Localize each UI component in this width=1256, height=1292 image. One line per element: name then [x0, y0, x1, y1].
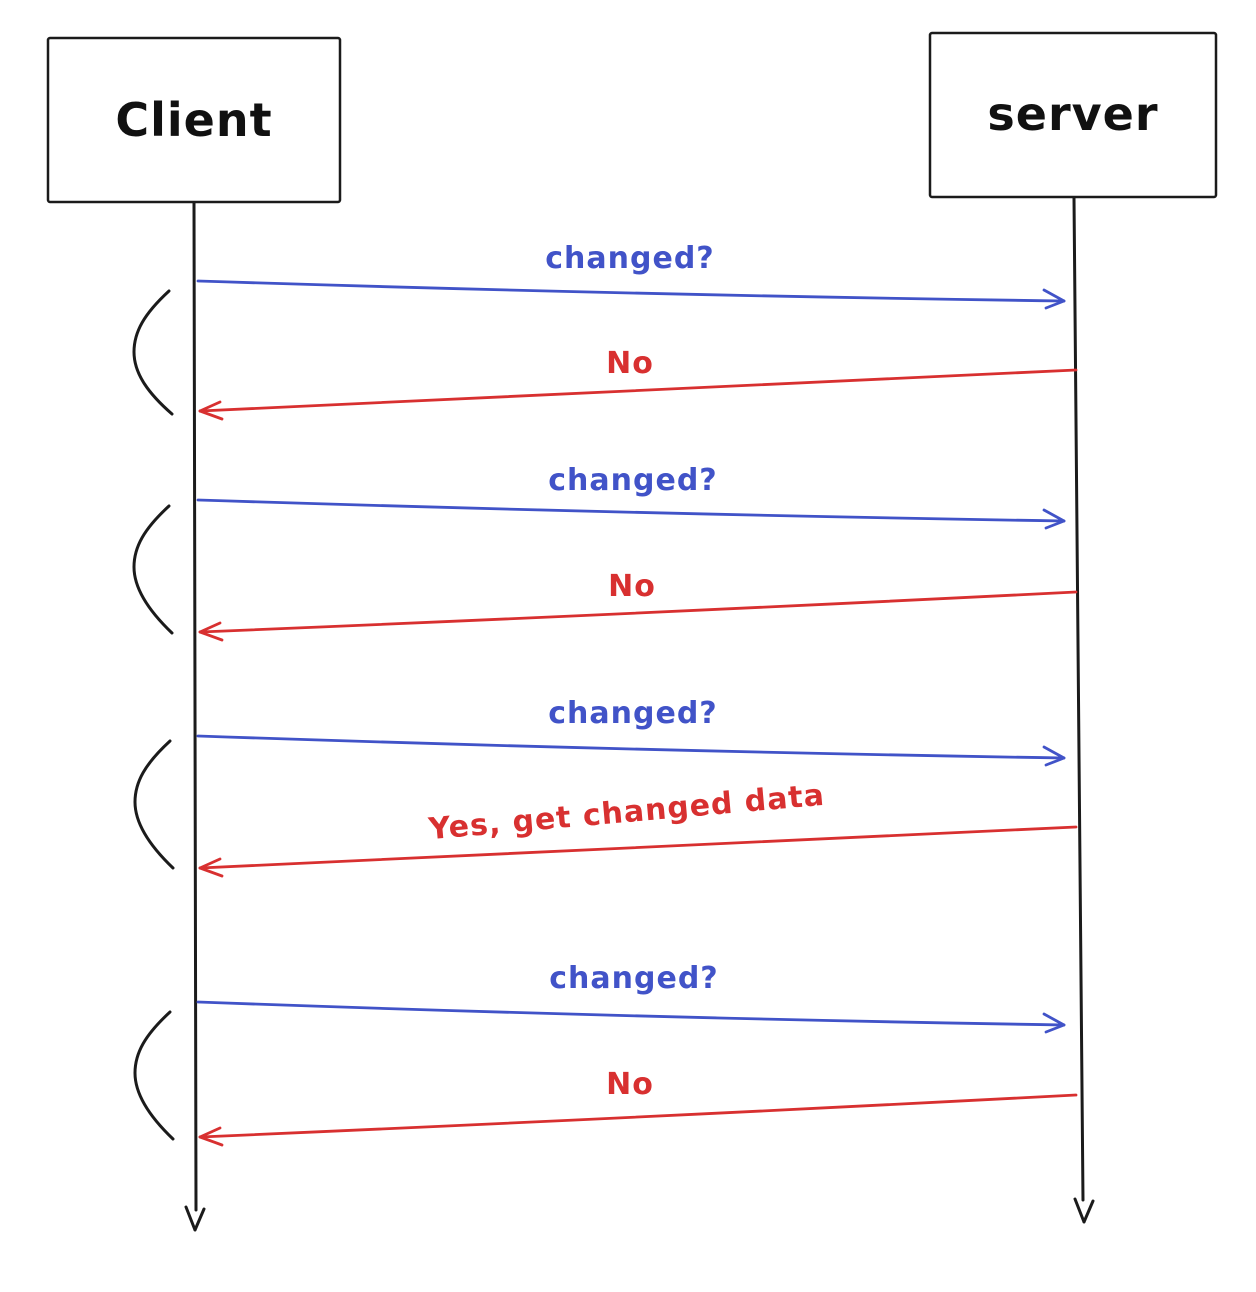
arrow-left-icon — [198, 400, 224, 421]
request-arrow-1 — [196, 279, 1066, 310]
arrow-right-icon — [1042, 745, 1066, 767]
arrow-left-icon — [198, 1126, 224, 1147]
server-label: server — [987, 87, 1158, 141]
response-arrow-2 — [198, 590, 1078, 642]
arrow-down-icon — [184, 1205, 206, 1232]
request-label-3: changed? — [548, 696, 717, 731]
cycle-bracket-2 — [132, 504, 174, 635]
response-label-3: Yes, get changed data — [426, 778, 826, 848]
response-arrow-4 — [198, 1093, 1078, 1147]
request-label-4: changed? — [549, 961, 718, 996]
request-label-1: changed? — [545, 241, 714, 276]
cycle-bracket-1 — [132, 289, 174, 416]
request-label-2: changed? — [548, 463, 717, 498]
request-arrow-2 — [196, 498, 1066, 530]
arrow-down-icon — [1073, 1197, 1095, 1224]
cycle-bracket-4 — [133, 1010, 175, 1141]
request-arrow-4 — [196, 1000, 1066, 1034]
arrow-right-icon — [1042, 508, 1066, 530]
server-lifeline — [1072, 196, 1095, 1224]
response-arrow-1 — [198, 368, 1078, 421]
response-label-1: No — [606, 346, 654, 381]
arrow-left-icon — [198, 621, 224, 642]
arrow-right-icon — [1042, 288, 1066, 310]
request-arrow-3 — [196, 734, 1066, 767]
actor-server: server — [928, 31, 1218, 199]
response-label-4: No — [606, 1067, 654, 1102]
arrow-left-icon — [198, 857, 224, 878]
actor-client: Client — [46, 36, 342, 204]
client-lifeline — [184, 201, 206, 1232]
client-label: Client — [115, 93, 272, 147]
response-label-2: No — [608, 569, 656, 604]
arrow-right-icon — [1042, 1012, 1066, 1034]
cycle-bracket-3 — [133, 739, 175, 870]
response-arrow-3 — [198, 825, 1078, 878]
